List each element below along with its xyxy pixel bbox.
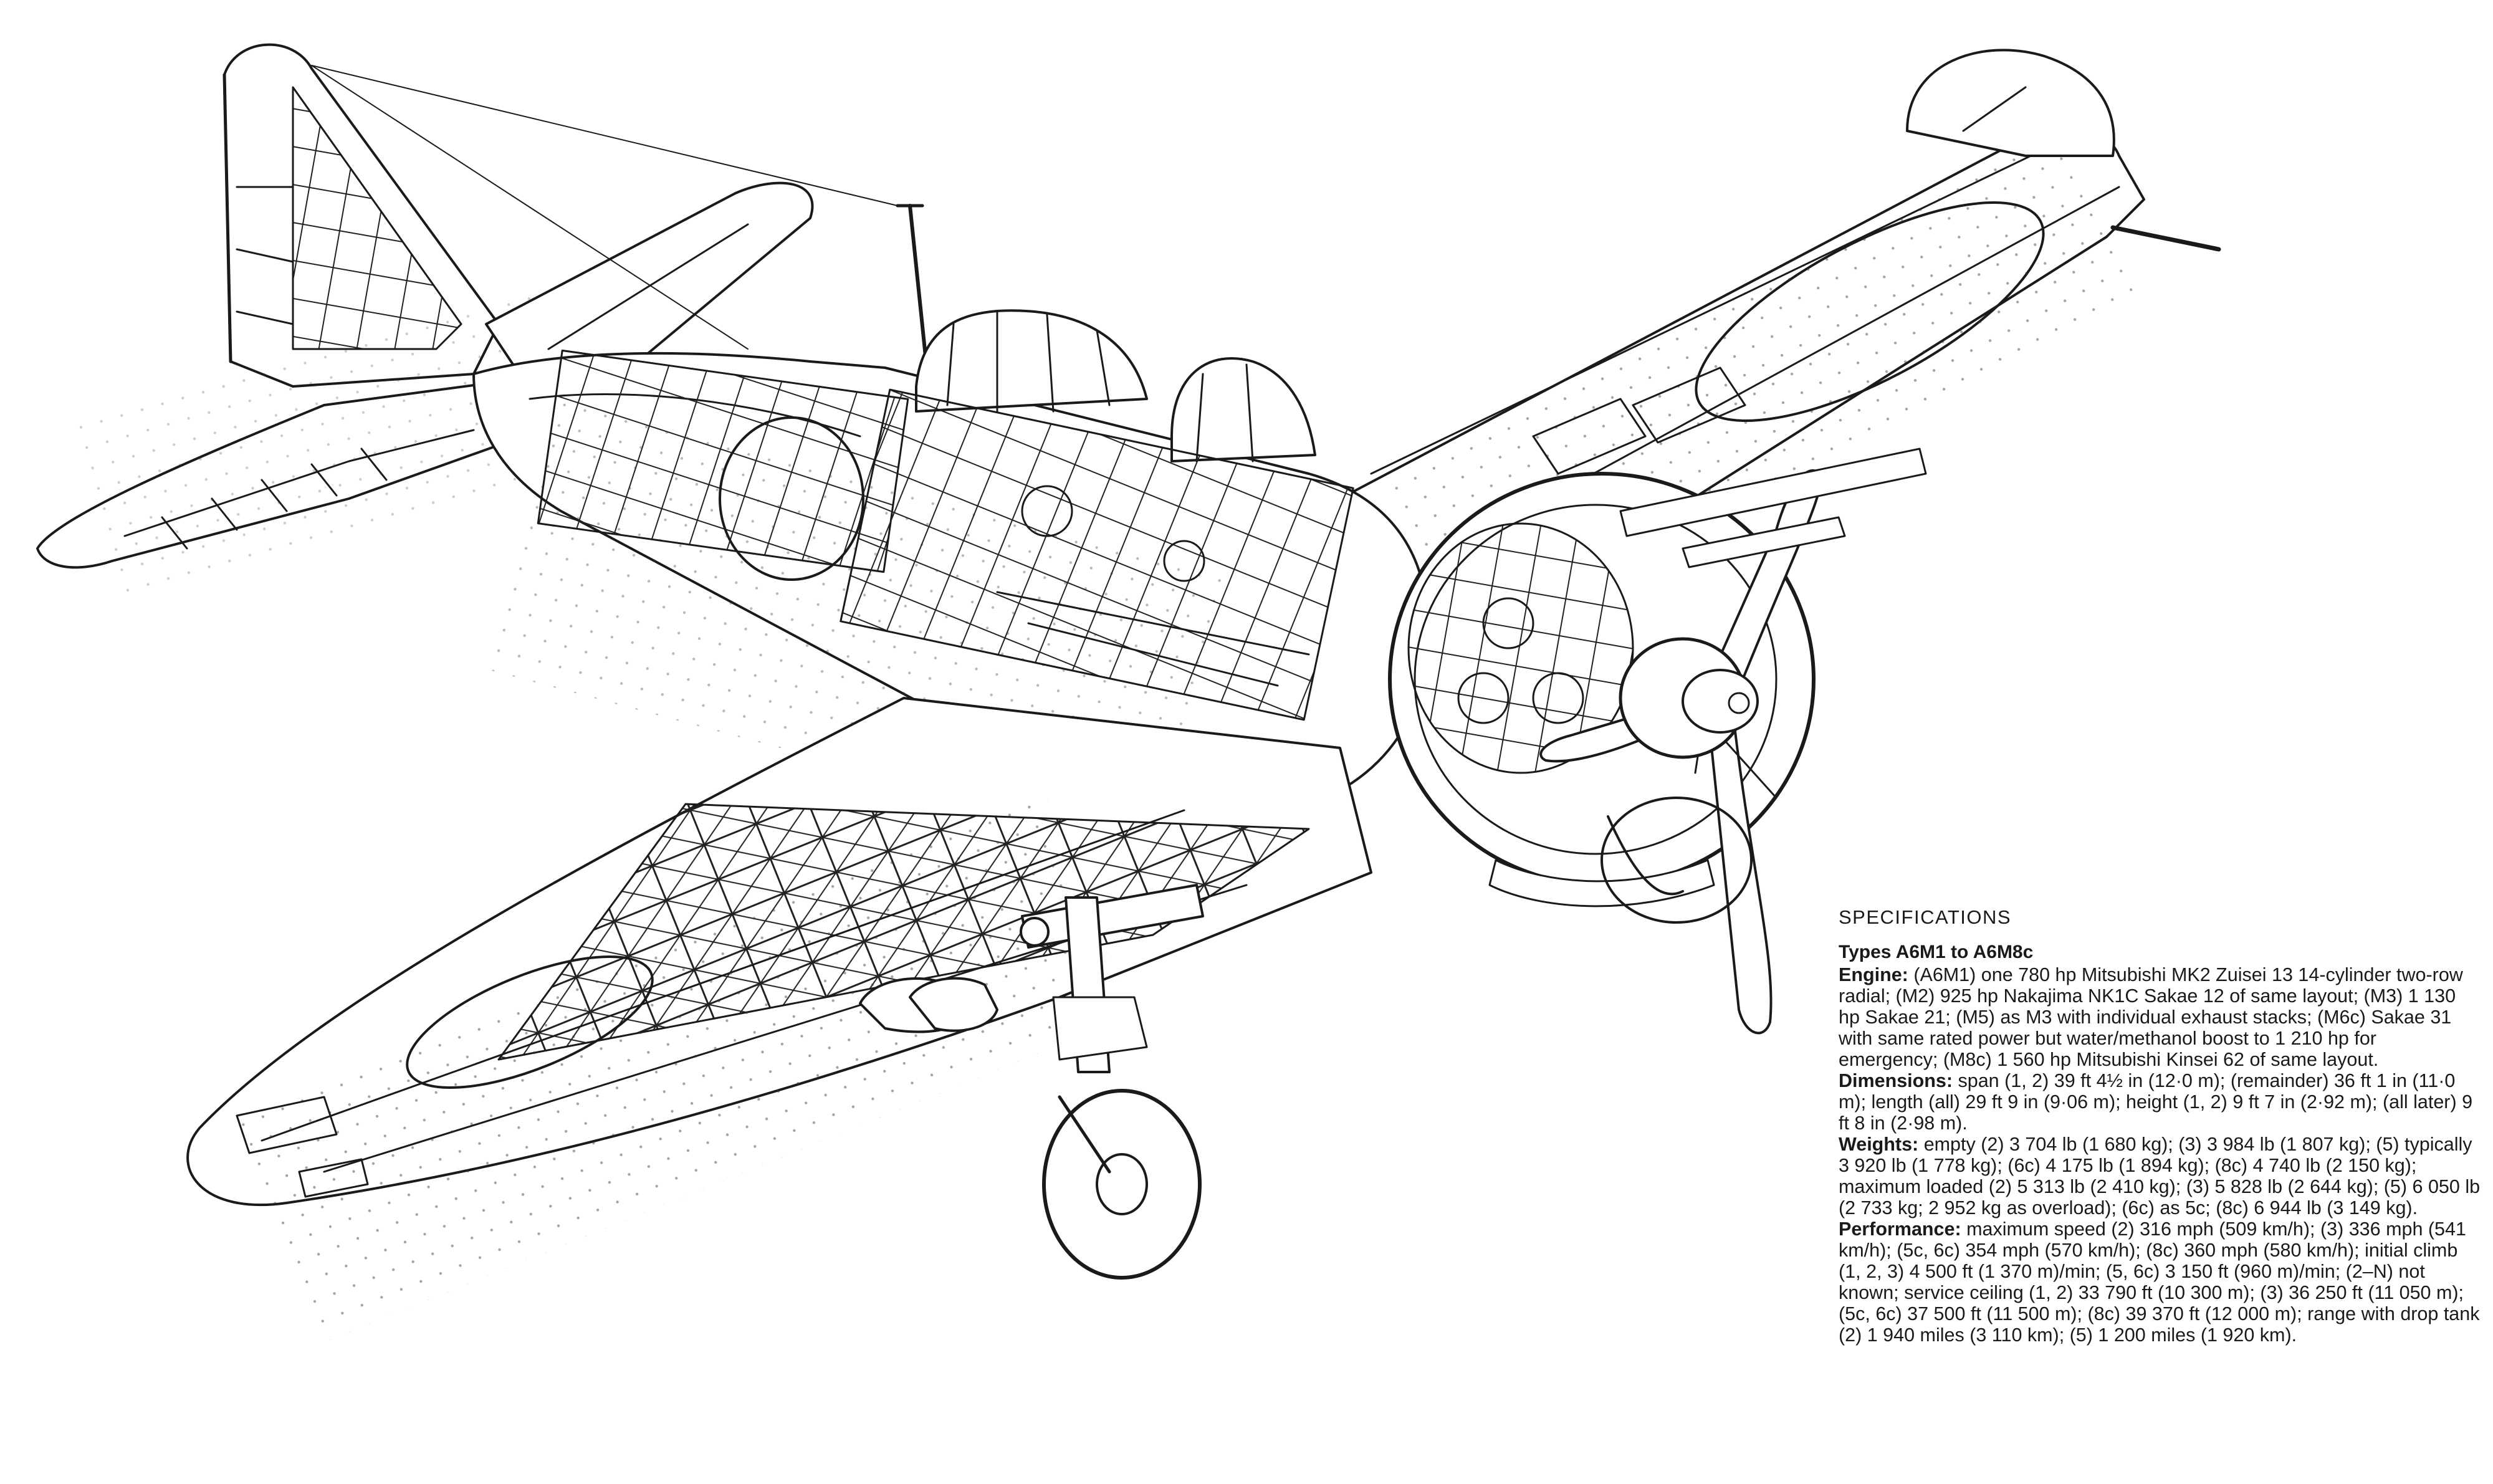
nose-machine-guns xyxy=(1619,448,1927,568)
performance-text: maximum speed (2) 316 mph (509 km/h); (3… xyxy=(1839,1218,2480,1346)
weights-text: empty (2) 3 704 lb (1 680 kg); (3) 3 984… xyxy=(1839,1134,2481,1218)
specifications-types: Types A6M1 to A6M8c xyxy=(1839,942,2034,962)
horizontal-stabilizer-port xyxy=(36,286,606,604)
engine-text: (A6M1) one 780 hp Mitsubishi MK2 Zuisei … xyxy=(1839,964,2463,1070)
dimensions-spec: Dimensions: span (1, 2) 39 ft 4½ in (12·… xyxy=(1839,1070,2481,1134)
wing-port xyxy=(186,697,1372,1342)
propeller-spinner xyxy=(1619,637,1759,759)
cockpit-canopy xyxy=(915,309,1316,462)
horizontal-stabilizer-starboard xyxy=(485,181,814,400)
engine-cowling xyxy=(1388,472,1816,887)
weights-spec: Weights: empty (2) 3 704 lb (1 680 kg); … xyxy=(1839,1134,2481,1218)
specifications-heading: SPECIFICATIONS xyxy=(1839,906,2012,928)
engine-label: Engine: xyxy=(1839,964,1908,985)
engine-spec: Engine: (A6M1) one 780 hp Mitsubishi MK2… xyxy=(1839,964,2481,1070)
main-landing-gear xyxy=(1042,896,1202,1280)
cockpit-interior xyxy=(840,388,1354,721)
weights-label: Weights: xyxy=(1839,1134,1919,1155)
lower-cowl xyxy=(1488,797,1753,924)
wingtip-starboard xyxy=(1906,49,2115,157)
dimensions-label: Dimensions: xyxy=(1839,1070,1953,1091)
dimensions-text: span (1, 2) 39 ft 4½ in (12·0 m); (remai… xyxy=(1839,1070,2473,1134)
performance-label: Performance: xyxy=(1839,1218,1961,1240)
drop-tank xyxy=(859,977,998,1033)
performance-spec: Performance: maximum speed (2) 316 mph (… xyxy=(1839,1218,2481,1346)
specifications-panel: SPECIFICATIONS Types A6M1 to A6M8c Engin… xyxy=(1839,907,2481,1346)
tail-fin xyxy=(223,43,500,388)
